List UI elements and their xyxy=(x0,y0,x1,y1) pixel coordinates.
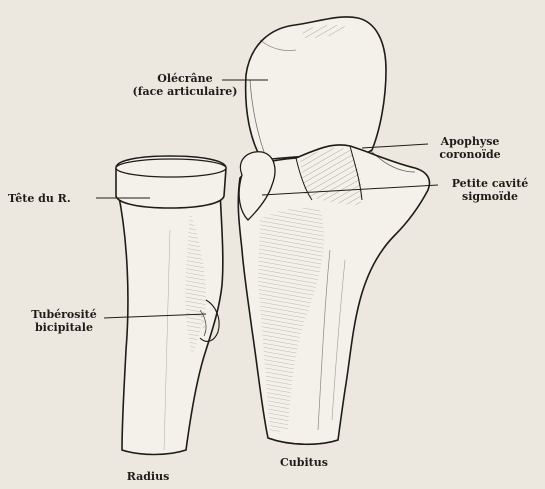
label-tuberosite-line1: Tubérosité xyxy=(18,308,110,321)
label-apophyse: Apophyse coronoïde xyxy=(430,135,510,161)
label-tete: Tête du R. xyxy=(8,192,71,205)
label-cubitus: Cubitus xyxy=(270,456,338,469)
label-tuberosite-line2: bicipitale xyxy=(18,321,110,334)
olecranon-surface xyxy=(246,17,386,160)
ulna-bone xyxy=(238,17,429,444)
label-petite-cavite: Petite cavité sigmoïde xyxy=(440,177,540,203)
label-petite-line2: sigmoïde xyxy=(440,190,540,203)
label-olecrane: Olécrâne (face articulaire) xyxy=(120,72,250,98)
label-apophyse-line2: coronoïde xyxy=(430,148,510,161)
label-olecrane-line1: Olécrâne xyxy=(120,72,250,85)
label-tuberosite: Tubérosité bicipitale xyxy=(18,308,110,334)
radius-bone xyxy=(116,156,226,455)
radius-body xyxy=(118,192,223,455)
label-petite-line1: Petite cavité xyxy=(440,177,540,190)
label-apophyse-line1: Apophyse xyxy=(430,135,510,148)
label-radius: Radius xyxy=(118,470,178,483)
label-olecrane-line2: (face articulaire) xyxy=(120,85,250,98)
